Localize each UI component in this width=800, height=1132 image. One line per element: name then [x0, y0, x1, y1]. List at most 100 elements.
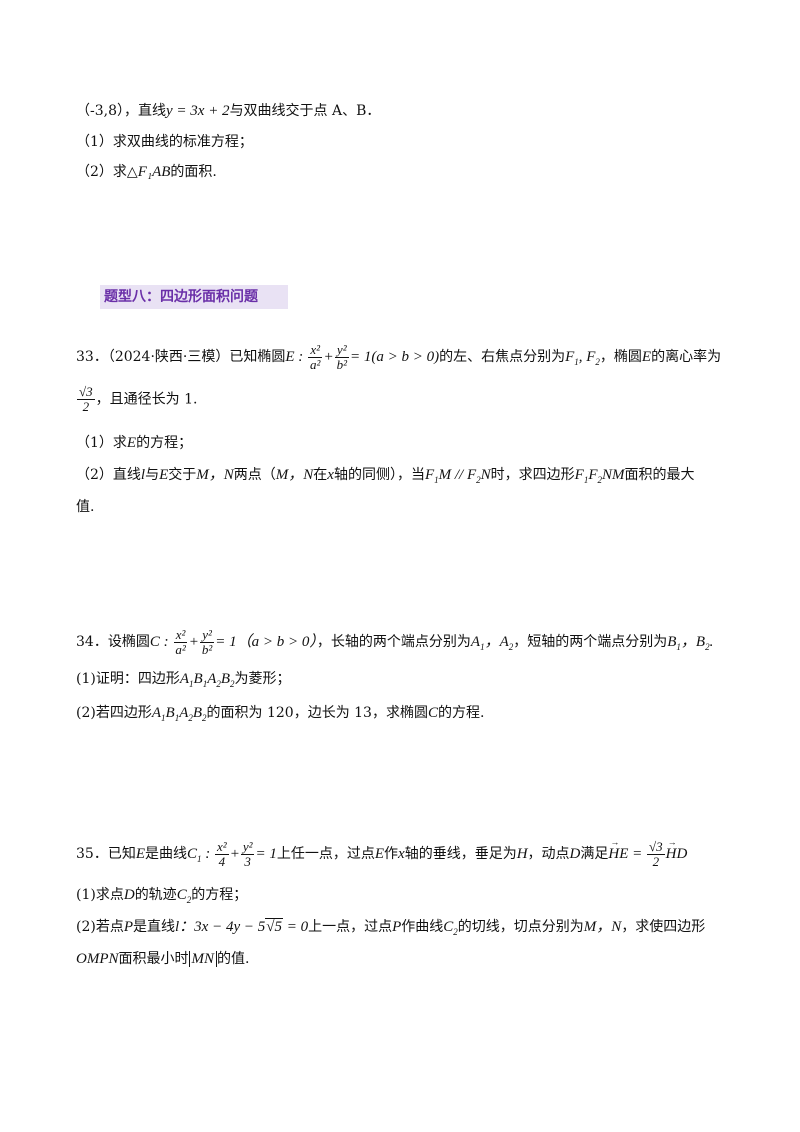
q33-source: （2024·陕西·三模）: [107, 348, 230, 365]
q33-sub2-text: 两点（: [233, 467, 276, 483]
q33-var-e: E: [126, 435, 137, 451]
q33-var-mn: M，N: [196, 467, 234, 483]
q33-sub1-text: （1）求: [76, 435, 127, 451]
q34-number: 34．: [76, 633, 108, 650]
q32-text-end: 与双曲线交于点 A、B．: [229, 103, 381, 119]
q33-number: 33．: [76, 348, 108, 365]
q32-sub1: （1）求双曲线的标准方程；: [76, 131, 253, 153]
q35-quad: OMPN: [76, 951, 119, 967]
q35-sub2-text: 上一点，过点: [308, 919, 393, 935]
q33-sub2-text: 时，求四边形: [490, 467, 575, 483]
q35-sub2: (2)若点P是直线l：3x − 4y − 5√5 = 0上一点，过点P作曲线C2…: [76, 916, 705, 943]
q32-sub1-text: （1）求双曲线的标准方程；: [76, 134, 253, 150]
q32-line-equation: y = 3x + 2: [166, 103, 230, 119]
q35-text: 上任一点，过点: [276, 845, 375, 862]
q33-text: ，且通径长为 1.: [95, 391, 198, 408]
q35-text: 已知: [107, 845, 136, 862]
q33-sub2-text: （2）直线: [76, 467, 141, 483]
q35-var-p: P: [392, 919, 402, 935]
q33-sub2-end: 值.: [76, 496, 94, 518]
q34-text: 设椭圆: [107, 633, 150, 650]
q34-a-points: A1，A2: [470, 633, 514, 652]
q35-var-e: E: [374, 845, 385, 862]
q32-line1: （-3,8），直线y = 3x + 2与双曲线交于点 A、B．: [76, 100, 380, 122]
q35-var-c2: C2: [443, 919, 458, 937]
q35-text: 轴的垂线，垂足为: [404, 845, 517, 862]
q35-sub1-text: 的方程；: [191, 887, 248, 903]
q33-var-l: l: [140, 467, 146, 483]
q35-var-d: D: [569, 845, 581, 862]
q35-sub2-text: 的切线，切点分别为: [457, 919, 584, 935]
q33-sub2-text: 轴的同侧），当: [333, 467, 425, 483]
q35-sub2-text: 作曲线: [401, 919, 444, 935]
q35-sub1-text: (1)求点: [76, 887, 124, 903]
q35-text: 满足: [580, 845, 609, 862]
q34-text: ，短轴的两个端点分别为: [513, 633, 668, 650]
q33-text: 的离心率为: [651, 348, 722, 365]
q35-sub1: (1)求点D的轨迹C2的方程；: [76, 884, 247, 911]
q33-sub1-text: 的方程；: [136, 435, 193, 451]
q35-text: 是曲线: [145, 845, 187, 862]
q33-parallel: F1M // F2N: [424, 467, 491, 485]
q34-sub1-text: 为菱形；: [234, 671, 291, 687]
q35-text: 作: [384, 845, 399, 862]
section-heading-highlight: [100, 285, 288, 309]
q33-sub2-text: 面积的最大: [624, 467, 695, 483]
q33-sub2-text: 与: [145, 467, 160, 483]
q35-vector-eq: HE = √32HD: [608, 831, 687, 869]
q35-var-mn: M，N: [583, 919, 622, 935]
q34-sub1: (1)证明：四边形A1B1A2B2为菱形；: [76, 668, 291, 695]
q34-sub2-text: (2)若四边形: [76, 705, 152, 721]
q33-text: 的左、右焦点分别为: [439, 348, 566, 365]
q35-var-c2: C2: [176, 887, 192, 905]
q33-var-x: x: [327, 467, 334, 483]
q34-quad: A1B1A2B2: [151, 705, 207, 723]
q32-sub2: （2）求△F₁AB的面积.: [76, 161, 217, 183]
q33-text: ，椭圆: [599, 348, 642, 365]
q33-quad: F1F2NM: [574, 467, 625, 485]
q33-sub2-text: 在: [313, 467, 328, 483]
q35-var-x: x: [398, 845, 405, 862]
q35-sub2-text: 面积最小时: [118, 951, 189, 967]
q33-foci: F1, F2: [565, 348, 600, 367]
q35-abs-mn: MN: [188, 951, 217, 967]
q34-var-c: C: [427, 705, 438, 721]
q33-var-e: E: [641, 348, 652, 365]
q32-text: （-3,8），直线: [76, 103, 166, 119]
section-heading: 题型八：四边形面积问题: [104, 289, 258, 305]
q33-sub2: （2）直线l与E交于M，N两点（M，N在x轴的同侧），当F1M // F2N时，…: [76, 464, 695, 491]
q33-var-mn: M，N: [275, 467, 314, 483]
q33-sub2-text: 值.: [76, 499, 95, 515]
q35-sub2-text: ，求使四边形: [621, 919, 706, 935]
q35-sub1-text: 的轨迹: [134, 887, 177, 903]
q33-sub2-text: 交于: [168, 467, 197, 483]
q34-text: ，长轴的两个端点分别为: [316, 633, 471, 650]
q33-text: 已知椭圆: [229, 348, 286, 365]
q34-sub1-text: (1)证明：四边形: [76, 671, 180, 687]
q34-quad: A1B1A2B2: [179, 671, 235, 689]
q35-text: ，动点: [527, 845, 570, 862]
q35-var-h: H: [516, 845, 528, 862]
q33-sub1: （1）求E的方程；: [76, 432, 192, 454]
q35-number: 35．: [76, 845, 108, 862]
q35-line-eq: l：3x − 4y − 5√5 = 0: [175, 918, 309, 935]
q35-var-d: D: [123, 887, 135, 903]
q32-sub2-math: F₁AB: [137, 164, 171, 180]
q35-var-p: P: [123, 919, 134, 935]
q34-b-points: B1，B2.: [667, 633, 714, 652]
q35-var-e: E: [135, 845, 145, 862]
q32-sub2-post: 的面积.: [170, 164, 217, 180]
q35-sub2-text: 是直线: [133, 919, 176, 935]
q35-sub2-text: (2)若点: [76, 919, 124, 935]
q34-sub2-text: 的面积为 120，边长为 13，求椭圆: [206, 705, 428, 721]
q34-sub2: (2)若四边形A1B1A2B2的面积为 120，边长为 13，求椭圆C的方程.: [76, 702, 484, 729]
